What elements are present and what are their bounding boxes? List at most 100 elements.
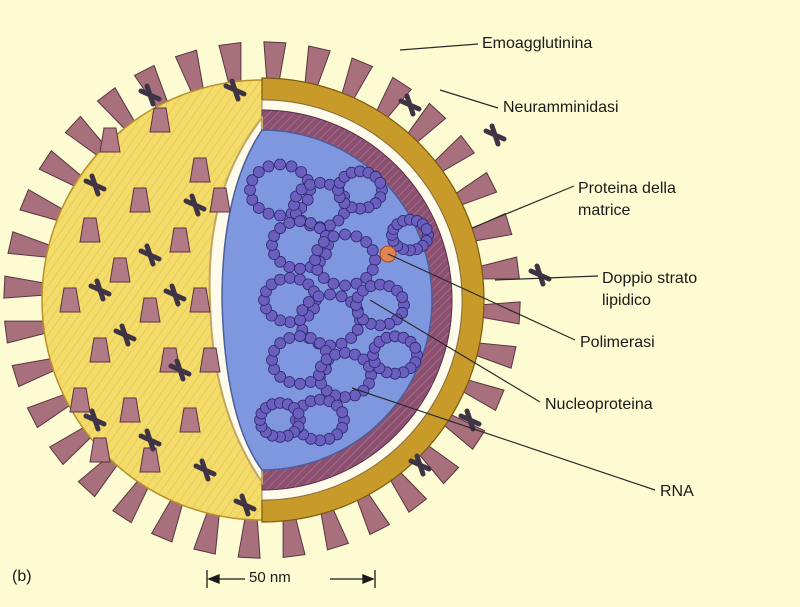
nucleoprotein-bead bbox=[283, 332, 296, 344]
front-spike bbox=[89, 337, 111, 363]
nucleoprotein-bead bbox=[317, 272, 330, 284]
nucleoprotein-bead bbox=[339, 391, 351, 404]
neuraminidase-arm bbox=[169, 283, 181, 307]
nucleoprotein-bead bbox=[274, 255, 287, 268]
front-spike bbox=[199, 347, 221, 373]
neuraminidase-cross bbox=[138, 428, 162, 452]
nucleoprotein-bead bbox=[304, 217, 317, 229]
front-spike bbox=[209, 187, 231, 213]
nucleoprotein-bead bbox=[262, 207, 275, 220]
leader-hemagglutinin bbox=[399, 43, 479, 51]
neuraminidase-cross bbox=[88, 278, 112, 302]
nucleoprotein-bead bbox=[302, 296, 315, 308]
leader-matrix bbox=[471, 185, 575, 229]
neuraminidase-arm bbox=[119, 323, 131, 347]
nucleoprotein-bead bbox=[312, 290, 325, 303]
nucleoprotein-bead bbox=[283, 376, 296, 388]
nucleoprotein-bead bbox=[314, 176, 326, 189]
nucleoprotein-bead bbox=[274, 222, 287, 235]
front-spike bbox=[139, 297, 161, 323]
neuraminidase-arm bbox=[189, 193, 201, 217]
neuraminidase-cross bbox=[113, 323, 137, 347]
nucleoprotein-bead bbox=[335, 290, 348, 303]
nucleoprotein-bead bbox=[262, 160, 275, 173]
nucleoprotein-bead bbox=[311, 263, 324, 276]
front-spike bbox=[129, 187, 151, 213]
neuraminidase-cross bbox=[138, 83, 162, 107]
neuraminidase-arm bbox=[229, 78, 241, 102]
label-bilayer-line1: Doppio strato bbox=[602, 270, 698, 287]
nucleoprotein-bead bbox=[295, 166, 308, 178]
nucleoprotein-bead bbox=[324, 288, 336, 301]
leader-nucleoprotein bbox=[369, 299, 541, 403]
neuraminidase-arm bbox=[199, 458, 211, 482]
neuraminidase-cross bbox=[398, 93, 422, 117]
nucleoprotein-bead bbox=[396, 291, 409, 304]
nucleoprotein-bead bbox=[246, 174, 259, 187]
nucleoprotein-bead bbox=[348, 389, 361, 402]
nucleoprotein-bead bbox=[409, 341, 422, 354]
nucleoprotein-bead bbox=[350, 230, 363, 243]
nucleoprotein-bead bbox=[351, 323, 364, 336]
label-matrix-protein: Proteina della matrice bbox=[578, 178, 676, 222]
front-spike bbox=[169, 227, 191, 253]
nucleoprotein-bead bbox=[294, 262, 306, 275]
front-spike bbox=[189, 287, 211, 313]
nucleoprotein-bead bbox=[292, 407, 305, 420]
front-spike bbox=[89, 437, 111, 463]
label-lipid-bilayer: Doppio strato lipidico bbox=[602, 268, 697, 312]
neuraminidase-cross bbox=[163, 283, 187, 307]
leader-polymerase bbox=[387, 253, 576, 341]
nucleoprotein-bead bbox=[369, 254, 381, 266]
label-neuraminidase: Neuramminidasi bbox=[503, 99, 619, 116]
nucleoprotein-bead bbox=[294, 377, 306, 390]
nucleoprotein-bead bbox=[268, 344, 281, 357]
neuraminidase-cross bbox=[193, 458, 217, 482]
nucleoprotein-bead bbox=[309, 254, 321, 266]
leader-rna bbox=[351, 387, 656, 491]
nucleoprotein-bead bbox=[329, 348, 342, 361]
nucleoprotein-bead bbox=[294, 215, 306, 228]
nucleoprotein-bead bbox=[252, 202, 265, 214]
nucleoprotein-bead bbox=[294, 330, 306, 343]
nucleoprotein-bead bbox=[336, 406, 349, 419]
nucleoprotein-bead bbox=[296, 304, 309, 317]
neuraminidase-arm bbox=[404, 93, 416, 117]
nucleoprotein-bead bbox=[274, 158, 286, 171]
nucleoprotein-bead bbox=[294, 314, 306, 326]
label-polymerase: Polimerasi bbox=[580, 334, 655, 351]
nucleoprotein-bead bbox=[274, 273, 287, 286]
nucleoprotein-bead bbox=[317, 236, 330, 248]
nucleoprotein-bead bbox=[274, 337, 287, 350]
front-spike bbox=[109, 257, 131, 283]
nucleoprotein-bead bbox=[252, 166, 265, 178]
label-nucleoprotein: Nucleoproteina bbox=[545, 396, 653, 413]
nucleoprotein-bead bbox=[284, 316, 296, 329]
nucleoprotein-bead bbox=[301, 193, 314, 206]
front-spike bbox=[79, 217, 101, 243]
neuraminidase-markers bbox=[83, 78, 552, 517]
neuraminidase-arm bbox=[144, 428, 156, 452]
nucleoprotein-bead bbox=[304, 332, 317, 344]
neuraminidase-arm bbox=[89, 173, 101, 197]
neuraminidase-arm bbox=[144, 83, 156, 107]
neuraminidase-cross bbox=[408, 453, 432, 477]
nucleoprotein-bead bbox=[327, 230, 340, 243]
neuraminidase-arm bbox=[94, 278, 106, 302]
neuraminidase-arm bbox=[489, 123, 501, 147]
nucleoprotein-bead bbox=[323, 219, 336, 232]
front-spike bbox=[139, 447, 161, 473]
neuraminidase-arm bbox=[174, 358, 186, 382]
nucleoprotein-bead bbox=[366, 244, 379, 257]
nucleoprotein-bead bbox=[285, 160, 298, 173]
neuraminidase-arm bbox=[89, 408, 101, 432]
nucleoprotein-bead bbox=[339, 228, 351, 241]
nucleoprotein-bead bbox=[244, 184, 256, 196]
front-spike bbox=[69, 387, 91, 413]
nucleoprotein-bead bbox=[374, 176, 387, 189]
nucleoprotein-bead bbox=[313, 222, 326, 235]
neuraminidase-cross bbox=[83, 173, 107, 197]
nucleoprotein-bead bbox=[313, 337, 326, 350]
neuraminidase-arm bbox=[464, 408, 476, 432]
neuraminidase-cross bbox=[223, 78, 247, 102]
